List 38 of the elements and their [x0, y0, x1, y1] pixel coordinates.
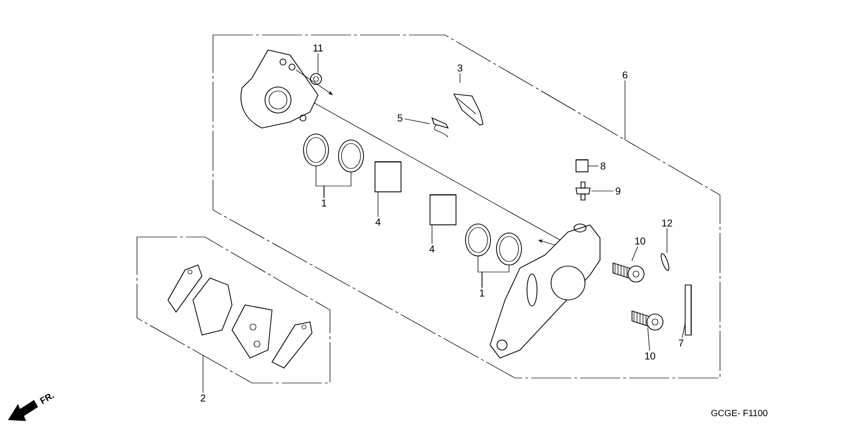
pin-clip-drawing — [660, 253, 670, 271]
part-code: GCGE- F1100 — [711, 410, 768, 416]
seal-ring-drawing — [465, 224, 491, 256]
seal-ring-drawing — [496, 232, 522, 266]
seal-ring-drawing — [303, 134, 329, 166]
leader-line — [632, 246, 638, 261]
callout-number: 3 — [458, 64, 462, 72]
callout-number: 4 — [429, 246, 434, 252]
callout-number: 7 — [678, 340, 684, 346]
leader-line — [666, 228, 668, 253]
callout-number: 6 — [622, 71, 628, 79]
leader-line — [202, 354, 204, 394]
seal-ring-drawing — [338, 140, 364, 172]
callout-number: 1 — [322, 200, 326, 206]
callout-number: 11 — [314, 44, 323, 52]
bleeder-cap-drawing — [576, 159, 588, 172]
bleeder-valve-drawing — [576, 182, 590, 200]
piston-drawing — [430, 194, 456, 226]
leader-line — [591, 190, 614, 192]
callout-number: 2 — [200, 394, 206, 402]
leader-line — [682, 324, 686, 338]
leader-line — [647, 327, 650, 351]
callout-number: 10 — [635, 237, 646, 245]
piston-drawing — [374, 161, 402, 192]
callout-number: 1 — [480, 290, 484, 296]
leader-line — [482, 265, 510, 288]
callout-number: 5 — [398, 114, 402, 122]
direction-label: FR. — [40, 394, 54, 404]
pin-drawing — [684, 284, 692, 336]
leader-line — [624, 80, 626, 140]
leader-line — [404, 118, 430, 124]
washer-drawing — [310, 73, 322, 85]
callout-number: 10 — [645, 352, 656, 360]
leader-line — [324, 172, 352, 198]
callout-number: 8 — [600, 162, 606, 170]
callout-number: 9 — [616, 187, 620, 195]
callout-number: 4 — [375, 218, 380, 226]
callout-number: 12 — [662, 220, 672, 226]
